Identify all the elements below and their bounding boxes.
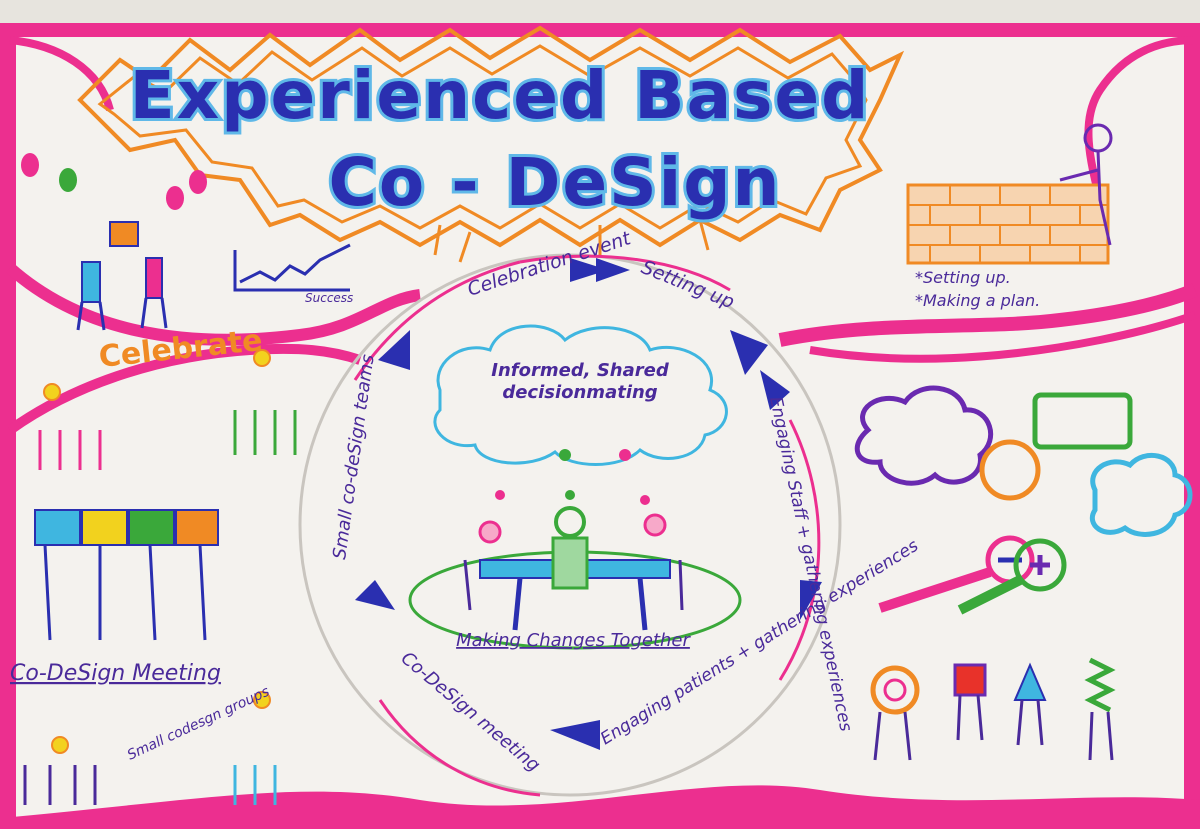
perforated-strip	[0, 0, 1200, 24]
success-graph-icon	[233, 243, 351, 292]
puzzle-piece-icon	[34, 509, 81, 546]
cloud-bubble-sad	[1089, 453, 1193, 537]
pink-wave-right-corner	[1084, 36, 1196, 201]
arrow-top-left	[378, 330, 410, 370]
arrow-right	[800, 580, 822, 620]
lightbulb-icon	[253, 691, 271, 709]
center-cloud	[433, 324, 728, 466]
person-legs	[76, 297, 168, 331]
pink-wave-left-corner	[9, 36, 114, 112]
chair-lines	[463, 559, 684, 611]
arrow-left	[355, 580, 395, 610]
cycle-arrows	[355, 258, 822, 750]
table-leg	[637, 577, 648, 631]
title-line-1: Experienced Based	[130, 57, 871, 134]
pink-border-bottom	[0, 785, 1200, 829]
setting-up-note: *Setting up.	[915, 268, 1011, 287]
brick-lines	[908, 185, 1108, 263]
cloud-bubble-neutral	[854, 385, 994, 486]
people-group-cyan	[233, 765, 277, 805]
square-bubble-happy	[1032, 392, 1133, 450]
center-cloud-text: Informed, Shared decisionmating	[491, 360, 669, 403]
character-legs	[873, 694, 1114, 761]
people-group-green	[233, 410, 297, 455]
person-body	[81, 261, 101, 303]
success-label: Success	[305, 291, 353, 305]
patients-characters	[870, 657, 1116, 761]
person-head	[554, 506, 586, 538]
cycle-arc-bottom-left	[378, 699, 541, 797]
center-caption: Making Changes Together	[456, 630, 691, 651]
balloon	[166, 186, 184, 210]
lightbulb-icon	[43, 383, 61, 401]
round-bubble	[979, 439, 1041, 501]
arrow-top-right-2	[760, 370, 790, 410]
plus-sign-icon	[1013, 538, 1067, 592]
cycle-arc-right	[778, 419, 821, 681]
codesign-meeting-label: Co-DeSign Meeting	[10, 661, 221, 686]
person-body	[109, 221, 139, 247]
puzzle-piece-icon	[175, 509, 219, 546]
square-character	[953, 663, 987, 697]
triangle-character	[1013, 662, 1047, 701]
puzzle-carriers	[43, 544, 207, 641]
cycle-arc-top-left	[353, 260, 521, 381]
lightbulb-icon	[253, 349, 271, 367]
people-group-purple	[23, 765, 97, 805]
title-line-2: Co - DeSign	[328, 144, 781, 221]
burst-spikes	[433, 219, 710, 263]
balloon	[189, 170, 207, 194]
person-head	[478, 520, 502, 544]
lightbulb-icon	[51, 736, 69, 754]
center-cloud-text-box: Informed, Shared decisionmating	[491, 360, 669, 403]
table-leg	[512, 577, 523, 631]
table-scene	[408, 506, 742, 650]
title-burst-outer	[77, 25, 905, 248]
zigzag-character	[1084, 657, 1116, 713]
person-body	[551, 536, 589, 590]
plus-handle	[957, 575, 1023, 615]
minus-handle	[878, 567, 992, 613]
person-body	[145, 257, 163, 299]
person-head	[643, 513, 667, 537]
arrow-top-2	[596, 258, 630, 282]
brick-wall-scene	[906, 123, 1113, 265]
pink-wave-right-top	[778, 283, 1198, 347]
people-group-pink	[38, 430, 102, 470]
spiral-character	[870, 665, 920, 715]
arrow-top	[570, 258, 608, 282]
making-plan-note: *Making a plan.	[915, 291, 1040, 310]
title-burst-inner	[97, 44, 868, 230]
puzzle-piece-icon	[81, 509, 128, 546]
left-people-groups	[23, 349, 297, 805]
puzzle-piece-icon	[128, 509, 175, 546]
balloon	[59, 168, 77, 192]
builder-body	[1059, 150, 1112, 246]
balloon	[21, 153, 39, 177]
arrow-bottom	[550, 720, 600, 750]
celebrate-scene	[21, 153, 207, 331]
speech-bubbles-scene	[854, 385, 1193, 615]
arrow-top-right	[730, 330, 768, 375]
pink-wave-left-mid	[7, 343, 362, 435]
cycle-arc-top	[519, 254, 731, 292]
pink-wave-right-thin	[809, 311, 1197, 363]
pink-wave-left-top	[6, 263, 421, 346]
